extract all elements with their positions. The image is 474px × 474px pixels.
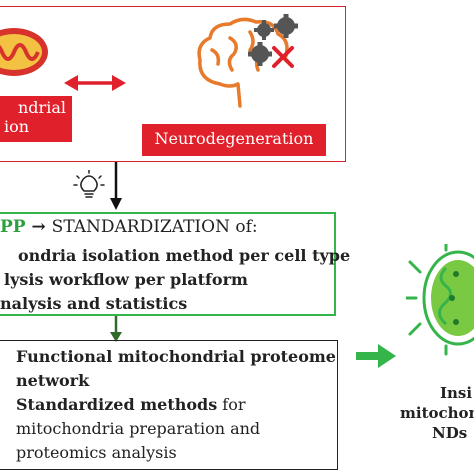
standardization-item-3: nalysis and statistics (0, 294, 188, 313)
down-arrow-green-icon (110, 316, 122, 342)
neurodegeneration-label: Neurodegeneration (142, 124, 326, 156)
outcome-line-2: network (16, 371, 90, 390)
brain-icon (197, 14, 298, 108)
healthy-mitochondrion-icon (406, 244, 474, 356)
mitochondrial-dysfunction-label: ndrial ion (0, 96, 72, 142)
outcome-line-3-rest: for (217, 395, 246, 414)
bidirectional-arrow-icon (64, 75, 126, 91)
left-label-line2: ion (4, 117, 30, 136)
outcome-box (0, 340, 338, 470)
insights-line-1: Insi (440, 384, 473, 402)
top-frame (0, 6, 346, 162)
right-arrow-icon (356, 344, 396, 368)
outcome-line-1: Functional mitochondrial proteome (16, 347, 336, 366)
lightbulb-icon (73, 170, 105, 198)
outcome-line-3-bold: Standardized methods (16, 395, 218, 414)
standardization-item-1: ondria isolation method per cell type (18, 246, 351, 265)
standardization-item-2: lysis workflow per platform (4, 270, 248, 289)
outcome-line-3: Standardized methods for (16, 394, 246, 416)
insights-line-2: mitochon (400, 404, 474, 422)
down-arrow-icon (110, 162, 122, 210)
mitochondrion-icon (0, 28, 48, 76)
standardization-heading: PP → STANDARDIZATION of: (0, 216, 258, 239)
insights-line-3: NDs (432, 424, 468, 442)
heading-arrow: → (31, 217, 46, 237)
outcome-line-5: proteomics analysis (16, 443, 177, 462)
heading-rest: STANDARDIZATION of: (51, 217, 258, 237)
standardization-box (0, 212, 336, 316)
left-label-line1: ndrial (18, 98, 66, 117)
heading-prefix: PP (0, 217, 26, 237)
outcome-line-4: mitochondria preparation and (16, 419, 261, 438)
